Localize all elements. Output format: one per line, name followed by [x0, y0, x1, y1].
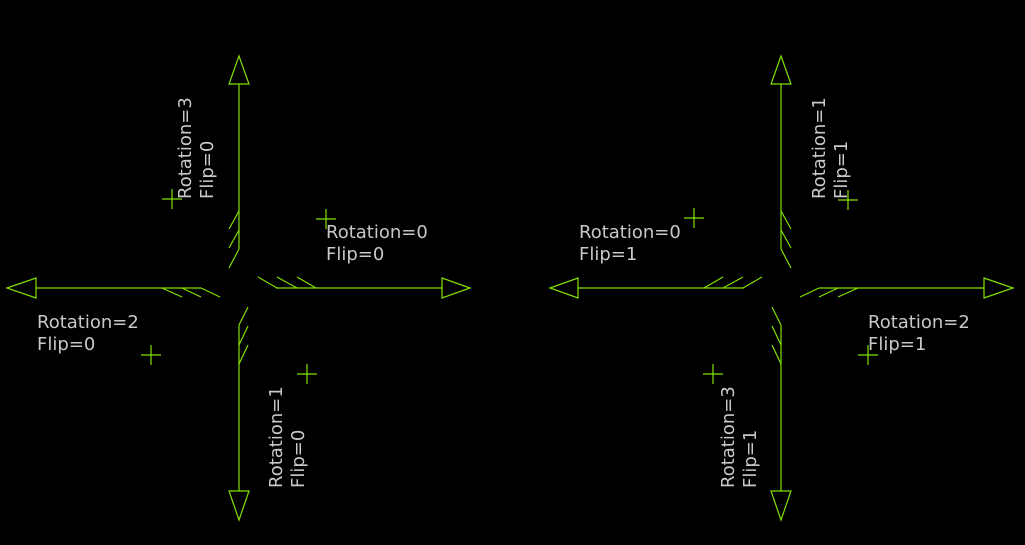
- label-rotation: Rotation=0: [326, 222, 428, 243]
- label-rotation: Rotation=1: [266, 386, 287, 488]
- crosshair-markers: [141, 189, 878, 384]
- label-flip: Flip=0: [37, 334, 95, 355]
- label-rotation: Rotation=0: [579, 222, 681, 243]
- label-flip: Flip=0: [326, 244, 384, 265]
- label-flip: Flip=1: [868, 334, 926, 355]
- crosshair-icon: [297, 364, 317, 384]
- crosshair-icon: [838, 190, 858, 210]
- crosshair-icon: [858, 345, 878, 365]
- label-flip: Flip=1: [740, 430, 761, 488]
- label-flip: Flip=1: [831, 141, 852, 199]
- label-rotation: Rotation=3: [175, 97, 196, 199]
- crosshair-icon: [141, 345, 161, 365]
- crosshair-icon: [162, 189, 182, 209]
- label-rotation: Rotation=2: [868, 312, 970, 333]
- label-rotation: Rotation=2: [37, 312, 139, 333]
- label-rotation: Rotation=1: [809, 97, 830, 199]
- crosshair-icon: [316, 209, 336, 229]
- label-flip: Flip=1: [579, 244, 637, 265]
- pin-group-flip1: [549, 55, 1014, 521]
- pin-group-flip0: [6, 55, 471, 521]
- label-flip: Flip=0: [288, 430, 309, 488]
- label-rotation: Rotation=3: [718, 386, 739, 488]
- crosshair-icon: [684, 208, 704, 228]
- crosshair-icon: [703, 364, 723, 384]
- label-flip: Flip=0: [197, 141, 218, 199]
